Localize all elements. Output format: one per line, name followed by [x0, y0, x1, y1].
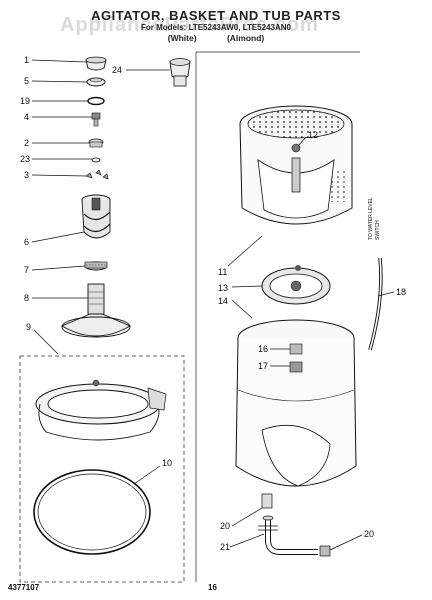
- callout-2: 2: [24, 138, 29, 148]
- callout-5: 5: [24, 76, 29, 86]
- callout-12: 12: [308, 130, 318, 140]
- o-ring: [87, 96, 105, 106]
- callout-24: 24: [112, 65, 122, 75]
- basket-drive-block: [261, 265, 331, 305]
- callout-9: 9: [26, 322, 31, 332]
- wash-basket: [239, 105, 353, 225]
- outer-tub: [235, 319, 357, 509]
- leader-lines: [31, 59, 395, 551]
- callout-1: 1: [24, 55, 29, 65]
- callout-21: 21: [220, 542, 230, 552]
- callout-7: 7: [24, 265, 29, 275]
- callout-6: 6: [24, 237, 29, 247]
- callout-18: 18: [396, 287, 406, 297]
- dogs: [85, 169, 109, 180]
- fill-hose-nozzle: [169, 58, 191, 87]
- callout-3: 3: [24, 170, 29, 180]
- callout-20-upper: 20: [220, 521, 230, 531]
- callout-4: 4: [24, 112, 29, 122]
- agitator-seal-cap: [86, 77, 106, 87]
- callout-14: 14: [218, 296, 228, 306]
- callout-11: 11: [218, 267, 227, 277]
- agitator-bolt: [91, 112, 101, 127]
- diagram-title: AGITATOR, BASKET AND TUB PARTS: [91, 8, 341, 23]
- callout-19: 19: [20, 96, 30, 106]
- callout-17: 17: [258, 361, 268, 371]
- switch-note-line-2: SWITCH: [375, 220, 381, 240]
- balance-ring-top: [35, 379, 167, 441]
- color-variants: (White) (Almond): [0, 33, 432, 43]
- callout-20-lower: 20: [364, 529, 374, 539]
- agitator-cap: [85, 56, 107, 71]
- agitator-base: [61, 283, 131, 338]
- callout-13: 13: [218, 283, 228, 293]
- callout-23: 23: [20, 154, 30, 164]
- callout-8: 8: [24, 293, 29, 303]
- tub-ring-seal: [33, 469, 151, 555]
- variant-white: (White): [167, 33, 197, 43]
- agitator-top: [81, 194, 111, 239]
- switch-note-line-1: TO WATER LEVEL: [368, 197, 374, 240]
- water-level-switch-note: TO WATER LEVEL SWITCH: [368, 197, 381, 240]
- callout-10: 10: [162, 458, 172, 468]
- watermark: AppliancePartsPros.com: [60, 14, 319, 36]
- washer: [91, 157, 101, 163]
- kit-boundary-box: [19, 355, 185, 583]
- drive-bell: [84, 261, 108, 271]
- diagram-subtitle: For Models: LTE5243AW0, LTE5243AN0: [141, 23, 291, 32]
- document-number: 4377107: [8, 583, 40, 592]
- cam: [88, 138, 104, 148]
- page-number: 16: [208, 583, 217, 592]
- callout-16: 16: [258, 344, 268, 354]
- drain-hose-elbow: [258, 515, 331, 557]
- variant-almond: (Almond): [226, 33, 265, 43]
- pressure-hose: [368, 257, 383, 351]
